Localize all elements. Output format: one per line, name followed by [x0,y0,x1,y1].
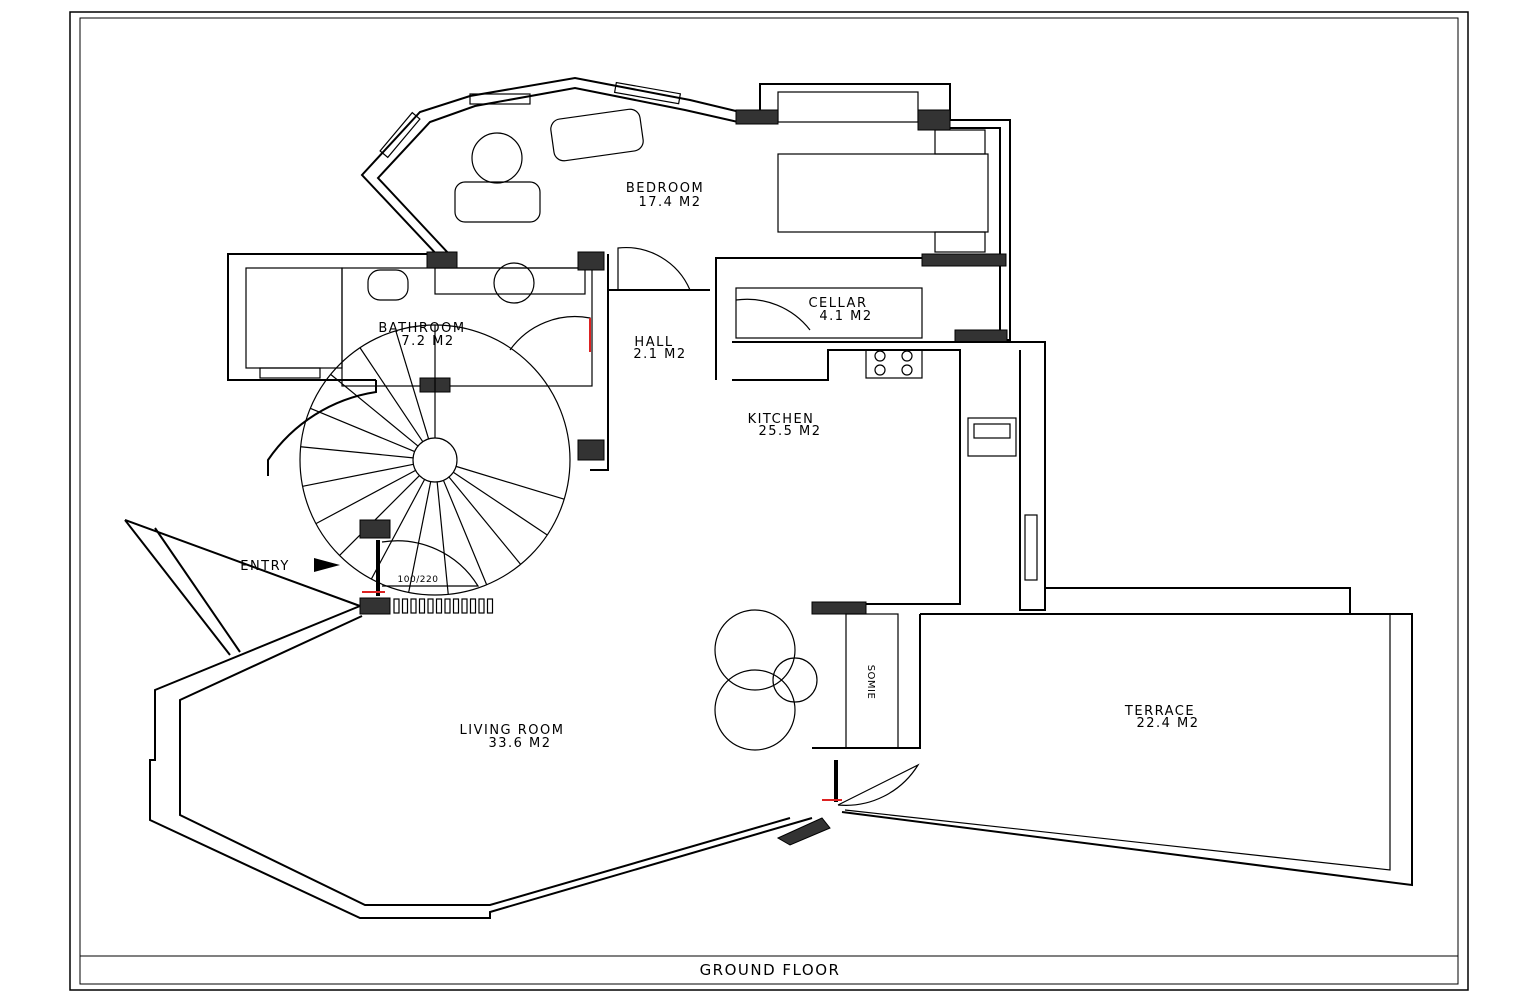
room-area-bedroom: 17.4 M2 [638,195,701,210]
entry-tread [393,598,400,614]
door-size-label: 100/220 [398,575,439,585]
entry-tread [410,598,417,614]
entry-tread [461,598,468,614]
entry-label: ENTRY [240,559,290,574]
stair-step [455,465,565,500]
entry-tread [486,598,494,614]
entry-tread [469,598,477,614]
room-area-kitchen: 25.5 M2 [758,424,821,439]
stair-step [359,347,424,443]
stair-step [300,446,414,459]
stair-step [452,471,548,536]
furniture-label: SOMIE [865,665,876,700]
drawing-title: GROUND FLOOR [700,961,841,979]
entry-tread [478,598,485,614]
entry-tread [444,598,451,614]
room-name-cellar: CELLAR [808,296,867,311]
entry-door [314,540,494,614]
inner-frame [79,17,1459,985]
bathroom-walls [227,251,609,471]
entry-tread [452,598,460,614]
room-name-bedroom: BEDROOM [626,181,704,196]
stair-step [315,469,416,525]
stair-step [370,479,426,580]
outer-frame [69,11,1469,991]
room-area-living-room: 33.6 M2 [488,736,551,751]
bedroom-walls [360,76,1011,343]
stair-step [302,463,414,487]
living-room-walls [124,519,921,919]
stair-step [408,481,432,593]
stair-step [395,330,430,440]
room-name-hall: HALL [634,335,673,350]
spiral-staircase [267,324,571,615]
terrace-walls [841,587,1413,887]
entry-tread [435,598,443,614]
stair-step [310,407,415,453]
room-area-bathroom: 7.2 M2 [401,334,454,349]
kitchen-walls [608,246,1046,615]
stair-step [448,476,522,565]
room-name-terrace: TERRACE [1124,704,1195,719]
entry-tread [418,598,426,614]
stair-step [436,481,449,595]
stair-step [330,373,419,447]
stair-step [442,480,488,585]
room-area-terrace: 22.4 M2 [1136,716,1199,731]
room-area-hall: 2.1 M2 [633,347,686,362]
entry-tread [427,598,434,614]
room-labels: BEDROOM 17.4 M2 BATHROOM 7.2 M2 HALL 2.1… [240,181,1199,979]
room-name-living-room: LIVING ROOM [460,723,565,738]
room-name-bathroom: BATHROOM [378,321,465,336]
room-name-kitchen: KITCHEN [748,412,815,427]
entry-tread [401,598,409,614]
stair-step [339,475,420,556]
room-area-cellar: 4.1 M2 [819,309,872,324]
